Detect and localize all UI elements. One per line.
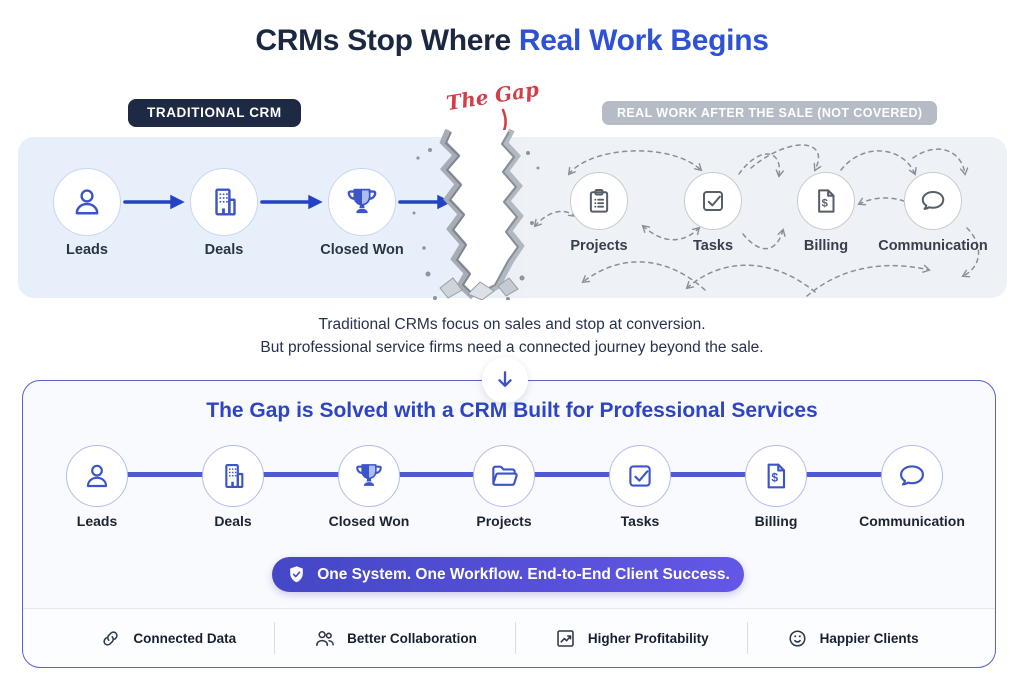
step-label: Deals: [214, 513, 252, 529]
explainer-line-1: Traditional CRMs focus on sales and stop…: [318, 316, 706, 333]
chaos-step-tasks: Tasks: [684, 172, 742, 254]
banner-text: One System. One Workflow. End-to-End Cli…: [317, 565, 730, 583]
gap-crack-illustration: [412, 128, 540, 300]
person-icon: [81, 460, 113, 492]
footer-divider: [23, 608, 995, 609]
building-icon: [206, 184, 242, 220]
step-label: Projects: [570, 238, 628, 254]
checkbox-icon: [698, 186, 728, 216]
chaos-step-projects: Projects: [570, 172, 628, 254]
vertical-divider: [514, 622, 516, 654]
step-label: Closed Won: [328, 513, 410, 529]
folder-icon: [488, 460, 520, 492]
step-label: Communication: [859, 513, 965, 529]
sol-step-tasks: Tasks: [609, 445, 671, 529]
down-arrow-circle: [482, 357, 528, 403]
trad-step-leads: Leads: [53, 168, 121, 258]
sol-step-billing: Billing: [745, 445, 807, 529]
person-icon: [69, 184, 105, 220]
value-banner: One System. One Workflow. End-to-End Cli…: [272, 557, 744, 592]
sol-step-deals: Deals: [202, 445, 264, 529]
link-icon: [99, 627, 122, 650]
chaos-dashed-arrows: [533, 144, 980, 297]
sol-step-projects: Projects: [473, 445, 535, 529]
sol-step-closed-won: Closed Won: [329, 445, 409, 529]
middle-explainer-text: Traditional CRMs focus on sales and stop…: [0, 314, 1024, 359]
benefit-higher-profitability: Higher Profitability: [516, 627, 747, 650]
step-label: Tasks: [620, 513, 660, 529]
title-dark-part: CRMs Stop Where: [255, 24, 511, 57]
step-label: Billing: [754, 513, 798, 529]
chaos-step-communication: Communication: [878, 172, 988, 254]
trad-step-closed-won: Closed Won: [320, 168, 404, 258]
benefit-connected-data: Connected Data: [61, 627, 274, 650]
trophy-icon: [352, 459, 386, 493]
benefits-row: Connected Data Better Collaboration High…: [23, 614, 995, 662]
shield-check-icon: [286, 564, 307, 585]
checkbox-icon: [624, 460, 656, 492]
step-label: Tasks: [692, 238, 734, 254]
step-label: Communication: [878, 238, 988, 254]
crm-flow-arrows: [123, 194, 452, 210]
benefit-label: Happier Clients: [819, 630, 919, 646]
arrow-down-icon: [492, 367, 518, 393]
benefit-better-collaboration: Better Collaboration: [275, 627, 515, 650]
title-highlight-part: Real Work Begins: [518, 24, 769, 57]
sol-step-communication: Communication: [859, 445, 965, 529]
chat-bubble-icon: [896, 460, 928, 492]
smiley-icon: [786, 627, 809, 650]
building-icon: [217, 460, 249, 492]
traditional-crm-badge: TRADITIONAL CRM: [128, 99, 301, 127]
benefit-label: Higher Profitability: [587, 630, 709, 646]
step-label: Billing: [803, 238, 849, 254]
chaos-step-billing: Billing: [797, 172, 855, 254]
benefits-footer-background: [24, 609, 994, 666]
step-label: Closed Won: [320, 242, 404, 258]
sol-step-leads: Leads: [66, 445, 128, 529]
invoice-icon: [760, 460, 792, 492]
chart-up-icon: [554, 627, 577, 650]
benefit-label: Connected Data: [133, 630, 237, 646]
step-label: Leads: [66, 242, 108, 258]
solution-title: The Gap is Solved with a CRM Built for P…: [206, 399, 818, 422]
trad-step-deals: Deals: [190, 168, 258, 258]
chat-bubble-icon: [918, 186, 948, 216]
benefit-label: Better Collaboration: [347, 630, 477, 646]
vertical-divider: [274, 622, 276, 654]
step-label: Leads: [76, 513, 118, 529]
vertical-divider: [746, 622, 748, 654]
invoice-icon: [811, 186, 841, 216]
step-label: Projects: [476, 513, 532, 529]
step-label: Deals: [204, 242, 244, 258]
people-icon: [313, 627, 336, 650]
clipboard-icon: [584, 186, 614, 216]
benefit-happier-clients: Happier Clients: [748, 627, 957, 650]
real-work-badge: REAL WORK AFTER THE SALE (NOT COVERED): [602, 101, 938, 125]
explainer-line-2: But professional service firms need a co…: [260, 338, 764, 356]
trophy-icon: [343, 183, 381, 221]
